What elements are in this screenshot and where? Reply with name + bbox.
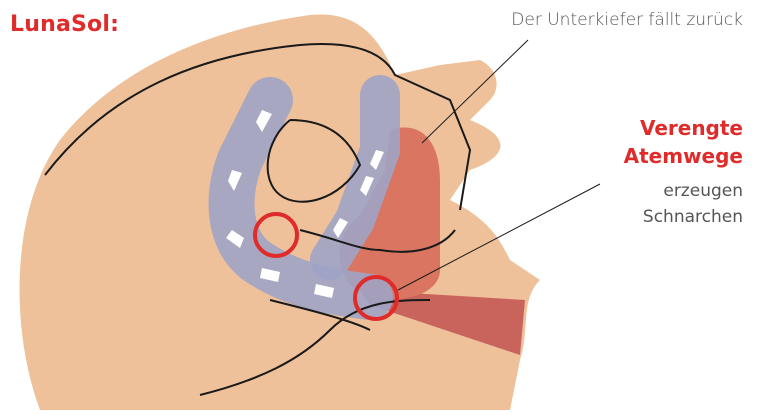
snoring-effect-line1: erzeugen xyxy=(643,178,743,204)
snoring-effect-line2: Schnarchen xyxy=(643,204,743,230)
head-silhouette xyxy=(20,14,540,410)
narrow-airway-label: Verengte Atemwege xyxy=(624,114,743,170)
narrow-airway-line2: Atemwege xyxy=(624,142,743,170)
narrow-airway-line1: Verengte xyxy=(624,114,743,142)
snoring-effect-label: erzeugen Schnarchen xyxy=(643,178,743,230)
brand-title: LunaSol: xyxy=(10,12,119,37)
jaw-callout-label: Der Unterkiefer fällt zurück xyxy=(511,10,743,30)
